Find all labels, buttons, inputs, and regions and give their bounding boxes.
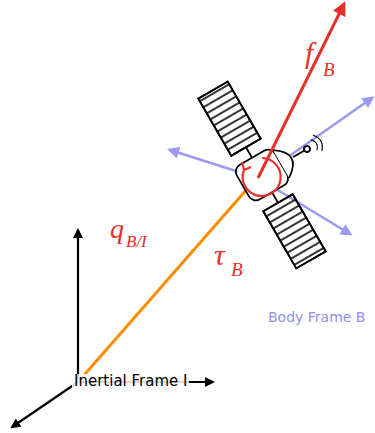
satellite <box>194 56 370 271</box>
torque-symbol <box>242 158 281 196</box>
force-symbol: f <box>305 38 313 68</box>
inertial-axes <box>12 230 213 427</box>
frame-label: Body Frame B <box>268 310 365 324</box>
position-vector <box>78 180 255 382</box>
position-subscript: B/I <box>126 233 147 250</box>
position-symbol: q <box>110 215 124 243</box>
force-subscript: B <box>323 60 335 79</box>
frame-label: Inertial Frame I <box>72 374 189 389</box>
torque-subscript: B <box>231 260 243 279</box>
force-vector <box>258 4 344 178</box>
torque-symbol-text: τ <box>214 240 225 270</box>
